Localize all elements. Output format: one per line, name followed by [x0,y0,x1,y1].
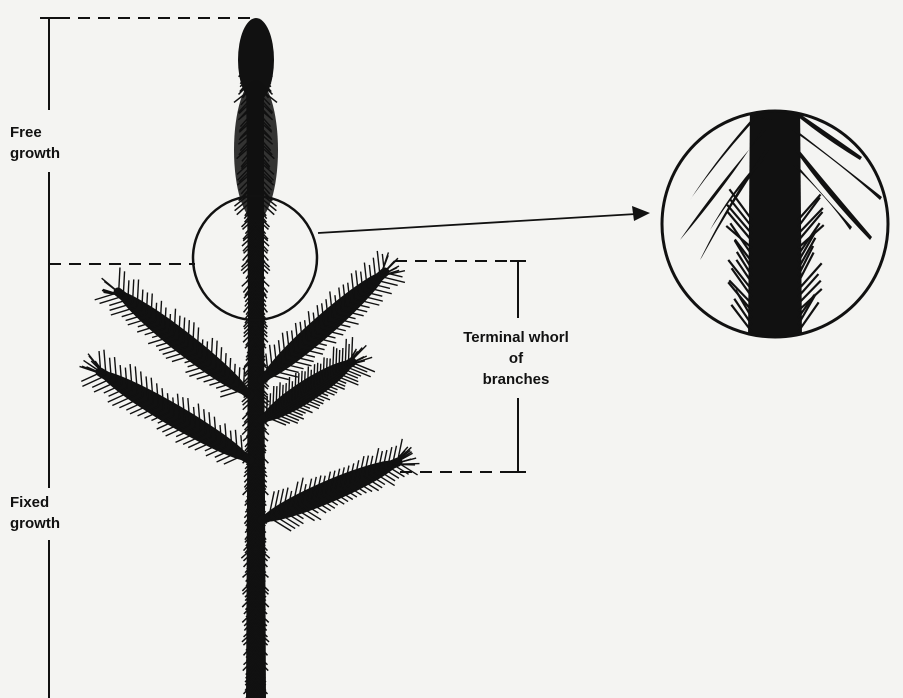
terminal-whorl-line-2: of [436,348,596,369]
magnified-needle [788,97,842,100]
fixed-growth-label: Fixed growth [10,492,60,534]
magnify-arrow [318,206,650,233]
free-growth-line-1: Free [10,122,60,143]
branch-lower-right [258,439,420,531]
spruce-tree [80,18,420,698]
magnified-inset [662,97,888,340]
free-growth-line-2: growth [10,143,60,164]
growth-measure-bracket [40,18,58,698]
magnified-stem [748,100,802,340]
terminal-whorl-label: Terminal whorl of branches [436,327,596,390]
branch-mid-right [256,337,375,429]
terminal-whorl-line-1: Terminal whorl [436,327,596,348]
fixed-growth-line-2: growth [10,513,60,534]
free-growth-label: Free growth [10,122,60,164]
fixed-growth-line-1: Fixed [10,492,60,513]
terminal-whorl-line-3: branches [436,369,596,390]
